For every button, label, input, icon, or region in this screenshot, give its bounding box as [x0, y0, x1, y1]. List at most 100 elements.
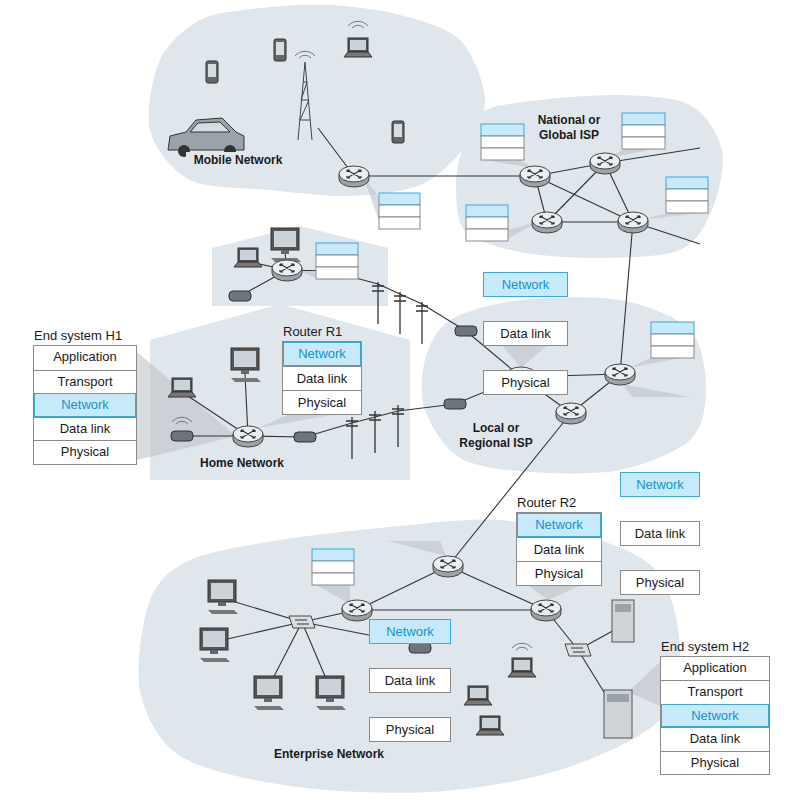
layer-box: Physical	[661, 751, 769, 774]
stand	[264, 698, 272, 702]
monitor	[254, 676, 282, 698]
network-link	[620, 222, 633, 374]
layer-box: Data link	[369, 668, 451, 693]
wireless-waves	[295, 51, 315, 58]
router-arrows	[626, 216, 640, 224]
callout-wedge	[258, 413, 342, 428]
router-top	[605, 364, 635, 380]
laptop-base	[234, 262, 262, 267]
router-top	[531, 600, 561, 616]
empty-layer	[379, 205, 420, 217]
layer-box: Network	[283, 342, 361, 366]
wireless-waves	[512, 643, 532, 650]
laptop-display	[482, 718, 498, 728]
phone-screen	[208, 64, 216, 77]
layer-name: Physical	[535, 562, 583, 585]
empty-layer	[651, 334, 694, 346]
layer-name: Network	[298, 342, 346, 365]
layer-name: Data link	[690, 728, 741, 750]
layer-box: Physical	[369, 717, 451, 742]
telephone-pole	[369, 411, 381, 453]
network-cloud	[139, 520, 680, 793]
region-name: Local or Regional ISP	[459, 421, 532, 450]
laptop-screen	[172, 378, 192, 392]
laptop-screen	[468, 686, 488, 700]
empty-layer	[466, 217, 508, 229]
router-arrows	[241, 430, 255, 438]
desktop-computer	[231, 348, 261, 382]
layer-name: Data link	[534, 538, 585, 561]
router-arrows	[441, 560, 455, 568]
router-arrows	[539, 604, 553, 612]
cell-tower	[298, 62, 312, 140]
router-symbol	[520, 166, 550, 187]
car-window	[190, 122, 230, 132]
router-symbol	[532, 212, 562, 233]
router-top	[556, 403, 586, 419]
layer-box: Network	[34, 393, 136, 417]
phone-body	[274, 39, 286, 61]
layer-name: Physical	[61, 441, 109, 464]
layer-box: Transport	[661, 680, 769, 703]
layer-name: Physical	[636, 571, 684, 594]
empty-layer	[379, 193, 420, 205]
modem-symbol	[444, 399, 466, 409]
router-symbol	[433, 556, 463, 577]
region-name: Mobile Network	[194, 153, 283, 167]
router-top	[618, 212, 648, 228]
monitor	[231, 348, 259, 370]
laptop-base	[476, 730, 504, 735]
router-symbol	[590, 153, 620, 174]
switch-arrows	[295, 620, 309, 624]
network-cloud	[422, 297, 706, 473]
laptop-computer	[476, 716, 504, 735]
mobile-phone	[206, 61, 218, 83]
laptop-base	[344, 52, 372, 57]
layer-name: Transport	[57, 371, 112, 394]
callout-wedge	[137, 352, 236, 460]
router-arrows	[598, 157, 612, 165]
laptop-base	[508, 672, 536, 677]
telephone-pole	[372, 282, 384, 324]
router-symbol	[342, 600, 372, 621]
region-name: Enterprise Network	[274, 747, 384, 761]
phone-screen	[394, 124, 402, 137]
layer-box: Data link	[517, 537, 601, 561]
router-symbol	[556, 403, 586, 424]
house-outline	[212, 226, 388, 306]
empty-layer	[316, 267, 358, 279]
layer-box: Data link	[34, 417, 136, 441]
telephone-pole	[416, 302, 428, 344]
empty-layer	[622, 137, 665, 149]
phone-body	[392, 121, 404, 143]
empty-layer	[466, 205, 508, 217]
server-case	[612, 600, 634, 642]
layer-box: Network	[369, 619, 451, 644]
desktop-computer	[208, 580, 238, 614]
laptop-computer	[234, 248, 262, 267]
router-symbol	[339, 166, 369, 187]
empty-layer	[312, 549, 354, 561]
layer-box: Physical	[483, 370, 568, 395]
callout-wedge	[500, 343, 550, 368]
phone-screen	[276, 42, 284, 55]
server-case	[604, 690, 632, 738]
layer-name: Network	[502, 273, 550, 296]
layer-name: Network	[535, 513, 583, 536]
stand	[326, 698, 334, 702]
wireless-waves	[172, 417, 192, 424]
layer-box: Network	[620, 472, 700, 497]
house-outline	[150, 304, 410, 480]
layer-name: Data link	[297, 367, 348, 390]
callout-wedge	[485, 160, 533, 168]
stack-heading: Router R1	[283, 324, 342, 339]
modem-symbol	[294, 432, 316, 442]
keyboard	[200, 658, 230, 662]
layer-box: Physical	[517, 561, 601, 585]
network-cloud	[149, 5, 485, 196]
empty-layer	[379, 217, 420, 229]
layer-box: Transport	[34, 370, 136, 394]
layer-name: Data link	[635, 522, 686, 545]
server-front	[615, 604, 631, 612]
layer-name: Network	[691, 705, 739, 727]
